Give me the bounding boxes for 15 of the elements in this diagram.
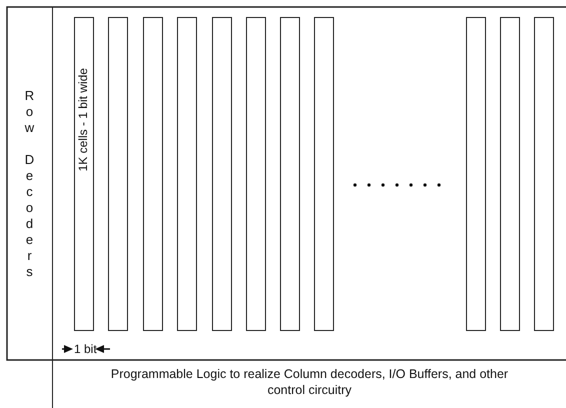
memory-column	[280, 17, 300, 331]
dimension-label: 1 bit	[74, 342, 97, 356]
memory-column	[314, 17, 334, 331]
panel-label: Row Decoders	[23, 88, 36, 280]
memory-column	[108, 17, 128, 331]
memory-column	[246, 17, 266, 331]
memory-column	[500, 17, 520, 331]
logic-description: Programmable Logic to realize Column decoders, I/O Buffers, and other control circuitry	[110, 366, 510, 398]
memory-column	[143, 17, 163, 331]
memory-column	[534, 17, 554, 331]
memory-column	[212, 17, 232, 331]
memory-column	[177, 17, 197, 331]
memory-column	[74, 17, 94, 331]
column-label: 1K cells - 1 bit wide	[77, 68, 89, 172]
memory-column	[466, 17, 486, 331]
